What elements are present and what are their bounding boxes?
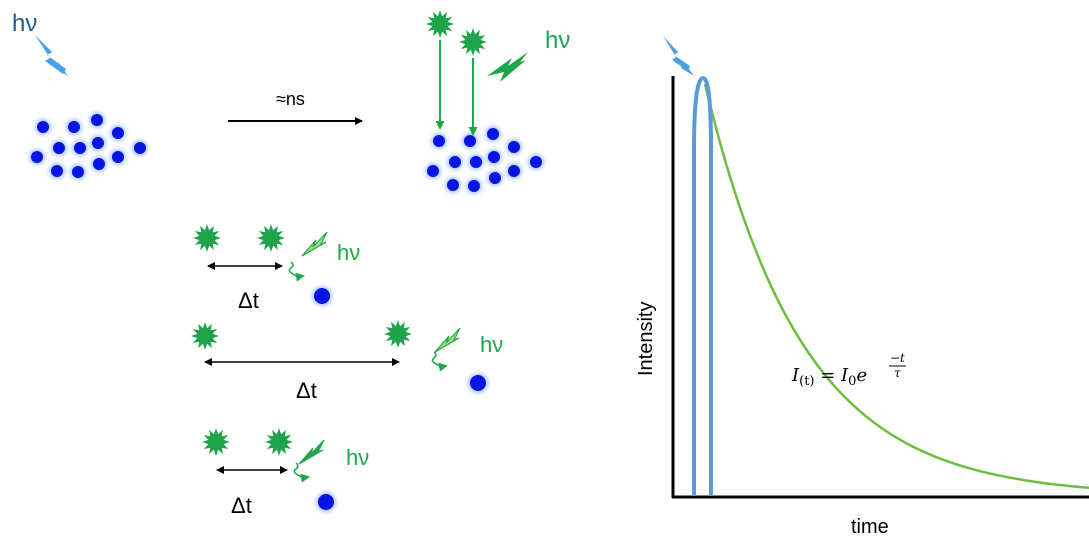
pulse-lightning-icon [663, 36, 694, 76]
decay-plot: Intensity time I(t) = I0e −t τ [635, 36, 1089, 538]
excited-molecule-icon [459, 28, 487, 56]
ground-state-molecule [91, 114, 103, 126]
excitation-pulse [692, 75, 713, 496]
ground-state-molecule [488, 151, 500, 163]
photon-lightning-icon [434, 327, 461, 353]
emission-label: hν [545, 27, 570, 54]
excited-molecule-icon [202, 428, 230, 456]
photon-lightning-icon [298, 439, 325, 465]
ground-state-molecule [489, 172, 501, 184]
photon-label: hν [480, 332, 503, 357]
photon-lightning-icon [301, 231, 328, 257]
delta-t-label: Δt [231, 493, 252, 518]
energy-transfer-squiggle [288, 261, 305, 282]
equation-i0: I [840, 365, 849, 386]
ground-state-molecule [112, 151, 124, 163]
ground-state-molecule [470, 375, 486, 391]
exponent-numerator: −t [890, 351, 905, 365]
excitation-lightning-icon [35, 35, 68, 76]
ground-state-molecule [427, 165, 439, 177]
ground-state-molecule [433, 135, 445, 147]
equation-equals: = [815, 365, 842, 386]
ground-state-molecule [112, 127, 124, 139]
ground-state-molecule [51, 165, 63, 177]
svg-text:I(t) = I0e: I(t) = I0e [791, 365, 867, 389]
ground-state-molecule [464, 135, 476, 147]
ground-state-molecule [468, 180, 480, 192]
y-axis-label: Intensity [635, 302, 657, 376]
ground-state-molecule [92, 137, 104, 149]
excited-molecule-icon [257, 224, 285, 252]
photon-label: hν [337, 240, 360, 265]
excited-molecule-icon [193, 224, 221, 252]
ground-state-molecule [72, 166, 84, 178]
decay-equation: I(t) = I0e −t τ [791, 351, 906, 389]
ground-state-molecule [53, 142, 65, 154]
decay-curve [703, 83, 1089, 490]
equation-subscript: (t) [799, 374, 814, 389]
ground-state-molecule [508, 141, 520, 153]
photon-label: hν [346, 445, 369, 470]
excited-molecule-icon [265, 428, 293, 456]
ground-state-molecule [68, 121, 80, 133]
excited-molecule-icon [426, 10, 454, 38]
x-axis-label: time [851, 516, 889, 538]
ground-state-molecule [314, 288, 330, 304]
ground-state-molecule [530, 156, 542, 168]
equation-i: I [791, 365, 800, 386]
timeline-1: Δt hν [193, 224, 360, 313]
excitation-label: hν [12, 10, 37, 37]
ground-state-molecule [508, 165, 520, 177]
timeline-3: Δt hν [202, 428, 369, 518]
equation-e: e [856, 365, 867, 386]
ground-state-molecule [318, 494, 334, 510]
delta-t-label: Δt [238, 288, 259, 313]
ground-state-molecule [37, 121, 49, 133]
equation-zero: 0 [848, 374, 856, 389]
ground-state-molecule [487, 128, 499, 140]
ground-state-molecule [31, 151, 43, 163]
ground-state-molecule [93, 158, 105, 170]
ground-state-molecule [74, 142, 86, 154]
ground-state-molecule-cluster [29, 112, 148, 180]
excited-molecule-icon [384, 320, 412, 348]
transfer-time-label: ≈ns [276, 89, 305, 109]
energy-transfer-squiggle [293, 462, 310, 483]
energy-transfer-squiggle [431, 351, 448, 372]
delta-t-label: Δt [296, 378, 317, 403]
timeline-2: Δt hν [191, 320, 503, 403]
ground-state-molecule [449, 156, 461, 168]
exponent-denominator: τ [894, 366, 901, 380]
emission-lightning-icon [487, 52, 528, 82]
ground-state-molecule [447, 179, 459, 191]
post-emission-molecule-cluster [425, 126, 544, 194]
ground-state-molecule [134, 142, 146, 154]
ground-state-molecule [470, 156, 482, 168]
excited-molecule-icon [191, 322, 219, 350]
